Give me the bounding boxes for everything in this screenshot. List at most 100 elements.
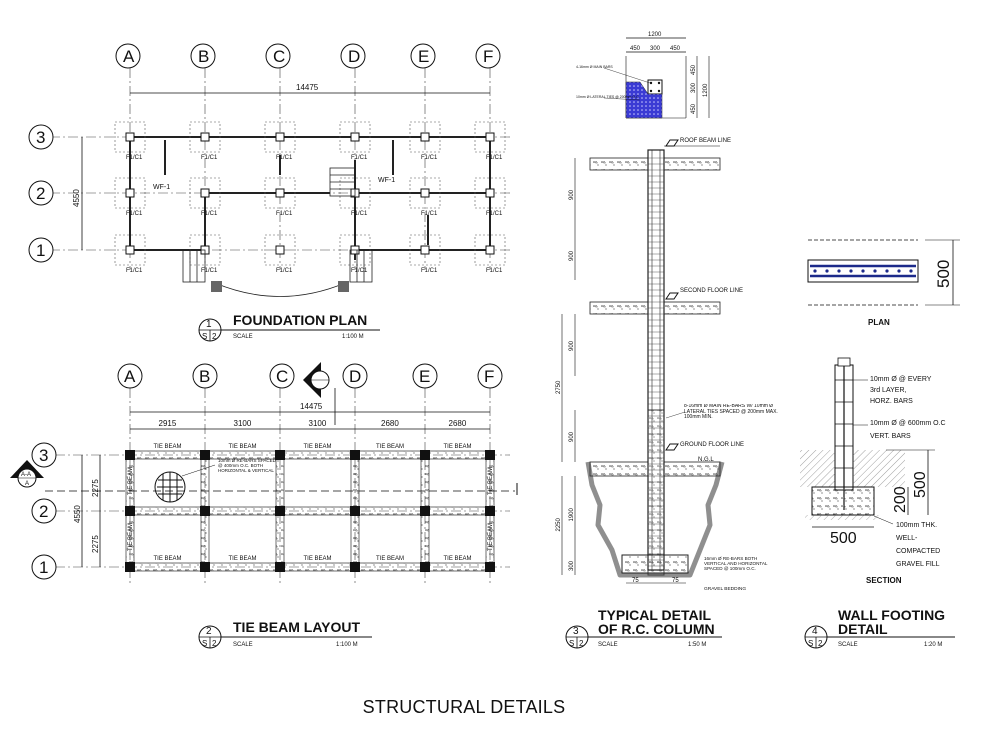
tie-beam-label: TIE BEAM: [376, 444, 404, 450]
wf-dim-thk: 200: [892, 486, 909, 513]
wall-footing-slab: [811, 486, 875, 516]
grid-bubble-C: [265, 43, 291, 69]
wf-note-4: 10mm Ø @ 600mm O.C: [870, 420, 946, 427]
wf-title-1: WALL FOOTING: [838, 607, 945, 623]
footing-pad: [409, 234, 441, 266]
bay-dim-1: 2915: [159, 419, 177, 428]
foundation-sheet-no: 2: [212, 332, 217, 341]
column-side-dim-2: 300: [691, 82, 697, 93]
grid-bubble-E: [410, 43, 436, 69]
tie-beam-h-1: [129, 562, 491, 572]
wall-plan-bar: [897, 269, 901, 273]
column-title-block: 3 S 2 TYPICAL DETAIL OF R.C. COLUMN SCAL…: [565, 607, 722, 649]
tie-beam-title-block: 2 S 2 TIE BEAM LAYOUT SCALE 1:100 M: [198, 619, 372, 649]
tie-beam-label-v: TIE BEAM: [128, 467, 134, 495]
tb-column: [125, 450, 135, 460]
footing-label: F1/C1: [351, 268, 368, 274]
footing-pad: [474, 177, 506, 209]
footing-pad: [264, 234, 296, 266]
footing-label: F1/C1: [351, 211, 368, 217]
tb-grid-label-A: A: [124, 367, 136, 386]
footing-column: [200, 132, 210, 142]
wall-plan-bar: [885, 269, 889, 273]
tie-beam-overall-dim: 14475: [300, 402, 323, 411]
footing-column: [485, 245, 495, 255]
foundation-overall-dim: 14475: [296, 83, 319, 92]
wf-dim-width: 500: [830, 530, 857, 547]
tie-beam-label: TIE BEAM: [444, 444, 472, 450]
second-floor-label: SECOND FLOOR LINE: [680, 288, 743, 294]
wall-plan-bar: [849, 269, 853, 273]
tb-grid-bubble-F: [477, 363, 503, 389]
column-title-1: TYPICAL DETAIL: [598, 607, 711, 623]
tb-grid-label-2: 2: [39, 502, 48, 521]
footing-pad: [339, 177, 371, 209]
grid-bubble-D: [340, 43, 366, 69]
footing-label: F1/C1: [421, 268, 438, 274]
tie-beam-label: TIE BEAM: [154, 556, 182, 562]
gravel-bedding-note: GRAVEL BEDDING: [704, 586, 746, 592]
footing-pad: [114, 234, 146, 266]
column-mini-section: 1200 450 300 450 450 300 450 1200 4-16mm…: [576, 32, 710, 119]
footing-label: F1/C1: [276, 268, 293, 274]
foundation-entrance: [182, 167, 373, 297]
wf-section-label: SECTION: [866, 576, 902, 585]
wall-plan-label: PLAN: [868, 318, 890, 327]
ngl-label: N.G.L: [698, 457, 714, 463]
footing-pad: [114, 121, 146, 153]
column-bottom-dim-1: 75: [632, 578, 639, 584]
grid-label-D: D: [348, 47, 360, 66]
tb-column: [420, 450, 430, 460]
wf-scale-value: 1:20 M: [924, 642, 942, 648]
wall-plan-bar: [909, 269, 913, 273]
footing-column: [275, 245, 285, 255]
tie-beam-detail-no: 2: [206, 626, 212, 637]
tie-beam-columns: [125, 450, 495, 572]
footing-pad: [114, 177, 146, 209]
footing-pad: [339, 121, 371, 153]
grid-label-2: 2: [36, 184, 45, 203]
wf-gravel-4: GRAVEL FILL: [896, 561, 940, 568]
tb-grid-bubble-1: [31, 554, 57, 580]
grid-label-1: 1: [36, 241, 45, 260]
tie-beam-label-v: TIE BEAM: [488, 523, 494, 551]
section-marker-top-arrow: [303, 362, 330, 398]
footing-label: F1/C1: [486, 211, 503, 217]
tb-column: [485, 506, 495, 516]
wall-footing-detail: 500 PLAN 10mm Ø @ EVERY 3rd LAYER, HORZ.…: [800, 239, 960, 649]
footing-label: F1/C1: [201, 155, 218, 161]
wall-plan-bars: [813, 269, 913, 273]
tie-beam-h-3: [129, 450, 491, 460]
grid-bubble-A: [115, 43, 141, 69]
footing-column: [485, 188, 495, 198]
tb-grid-label-E: E: [419, 367, 430, 386]
bay-dim-5: 2680: [449, 419, 467, 428]
column-dim-3: 900: [569, 340, 575, 351]
footing-column: [420, 132, 430, 142]
wall-plan-bar: [873, 269, 877, 273]
level-markers: ROOF BEAM LINE SECOND FLOOR LINE GROUND …: [664, 138, 744, 463]
footing-pad: [474, 121, 506, 153]
tb-grid-label-B: B: [199, 367, 210, 386]
wf-title-2: DETAIL: [838, 621, 888, 637]
grid-bubble-F: [475, 43, 501, 69]
column-dim-7: 1900: [569, 507, 575, 521]
tie-beam-side-dim: 4550: [73, 505, 82, 523]
footing-pad: [189, 121, 221, 153]
tb-column: [485, 562, 495, 572]
footing-column: [350, 132, 360, 142]
tie-beam-note: 10mm Ø RE-BARS SPACED @ 400mm O.C. BOTH …: [218, 458, 276, 473]
tb-grid-label-D: D: [349, 367, 361, 386]
footing-label: F1/C1: [486, 155, 503, 161]
tie-beam-label: TIE BEAM: [229, 444, 257, 450]
tb-grid-label-1: 1: [39, 558, 48, 577]
column-bottom-dim-2: 75: [672, 578, 679, 584]
column-mini-note-1: 4-16mm Ø MAIN BARS: [576, 65, 613, 69]
wf-note-2: 3rd LAYER,: [870, 387, 906, 394]
section-marker-left: A-A A: [10, 460, 44, 488]
tie-beam-label: TIE BEAM: [304, 444, 332, 450]
footing-pad: [189, 177, 221, 209]
